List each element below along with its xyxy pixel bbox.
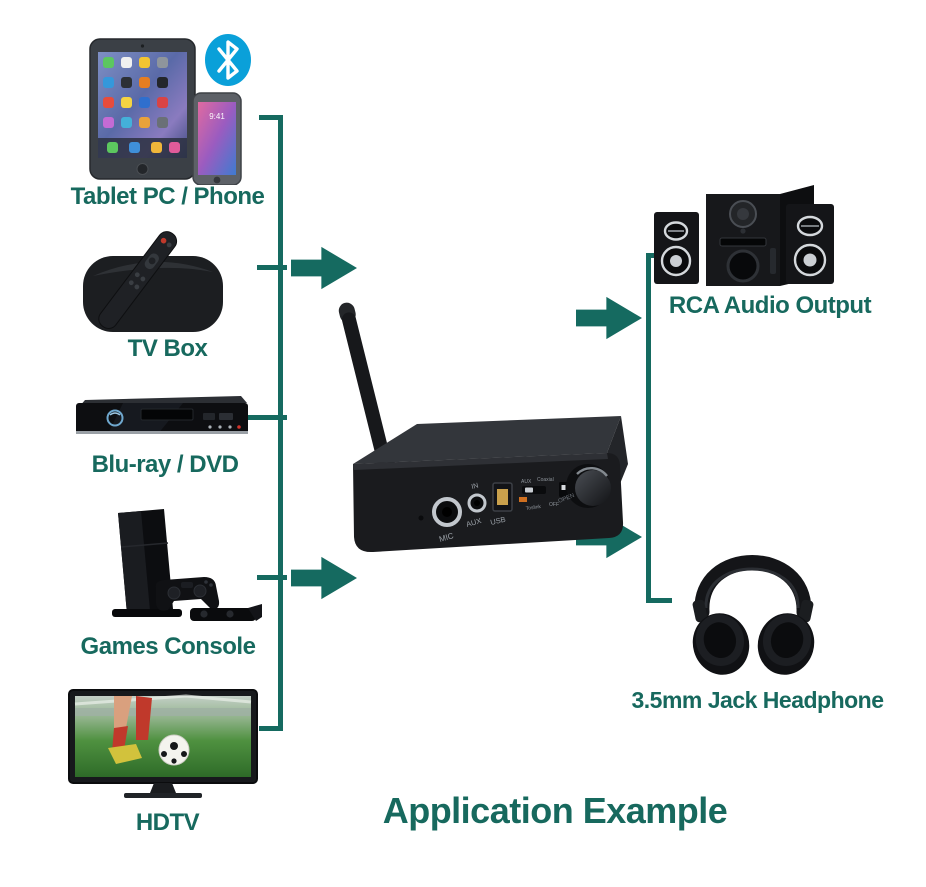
games-console-image xyxy=(112,509,262,621)
left-stub-console xyxy=(257,575,287,580)
switch-toslink-label: Toslink xyxy=(525,504,541,512)
device-top-face xyxy=(353,416,621,464)
usb-label: USB xyxy=(489,515,506,527)
mic-label: MIC xyxy=(438,531,455,544)
label-bluray: Blu-ray / DVD xyxy=(91,451,239,478)
app-icons xyxy=(103,57,168,128)
soccer-ball xyxy=(158,734,190,766)
right-stub-headphone xyxy=(646,598,672,603)
volume-knob: OPEN xyxy=(558,464,611,508)
phone-image: 9:41 xyxy=(192,92,242,185)
tvbox-image xyxy=(83,231,223,332)
right-bracket-vertical-line xyxy=(646,253,651,603)
bluray-image xyxy=(76,396,248,434)
headphone-image xyxy=(692,555,815,675)
tablet-phone-image: 9:41 xyxy=(89,34,251,185)
left-stub-bluray xyxy=(248,415,287,420)
label-tvbox: TV Box xyxy=(127,335,208,362)
left-satellite-speaker xyxy=(654,212,699,284)
page-title: Application Example xyxy=(382,790,728,831)
left-stub-tablet xyxy=(259,115,283,120)
right-satellite-speaker xyxy=(786,204,834,284)
label-tablet: Tablet PC / Phone xyxy=(70,183,265,210)
aux-jack: IN AUX xyxy=(465,482,487,529)
phone-clock: 9:41 xyxy=(209,112,225,121)
camera-bar xyxy=(190,604,262,621)
switch-aux-label: AUX xyxy=(521,479,532,485)
open-label: OPEN xyxy=(558,493,576,505)
flow-arrow-top-left-icon xyxy=(291,246,357,290)
aux-in-label: IN xyxy=(471,482,479,490)
label-hdtv: HDTV xyxy=(135,809,200,836)
bluetooth-converter-image: MIC IN AUX USB AUX Coaxial Toslink OFF xyxy=(338,302,628,553)
rca-speakers-image xyxy=(654,185,834,286)
flow-arrow-bottom-left-icon xyxy=(291,556,357,600)
player-legs xyxy=(108,696,152,764)
left-stub-tvbox xyxy=(257,265,287,270)
aux-label: AUX xyxy=(465,516,482,529)
hdtv-image xyxy=(68,689,258,798)
left-stub-hdtv xyxy=(259,726,283,731)
right-ear-cup xyxy=(757,613,815,675)
mic-jack: MIC xyxy=(432,497,462,544)
device-front-face xyxy=(353,453,624,553)
switch-off-label: OFF xyxy=(549,502,559,508)
game-controller xyxy=(155,577,220,611)
label-headphone: 3.5mm Jack Headphone xyxy=(631,687,884,713)
label-rca-output: RCA Audio Output xyxy=(668,292,872,319)
bluetooth-icon xyxy=(205,34,251,86)
label-console: Games Console xyxy=(80,633,256,660)
left-bracket-vertical-line xyxy=(278,115,283,731)
switch-coaxial-label: Coaxial xyxy=(537,477,554,483)
usb-port: USB xyxy=(489,482,513,527)
remote-control xyxy=(98,231,178,329)
left-ear-cup xyxy=(692,613,750,675)
mode-switch: AUX Coaxial Toslink OFF xyxy=(519,477,559,512)
